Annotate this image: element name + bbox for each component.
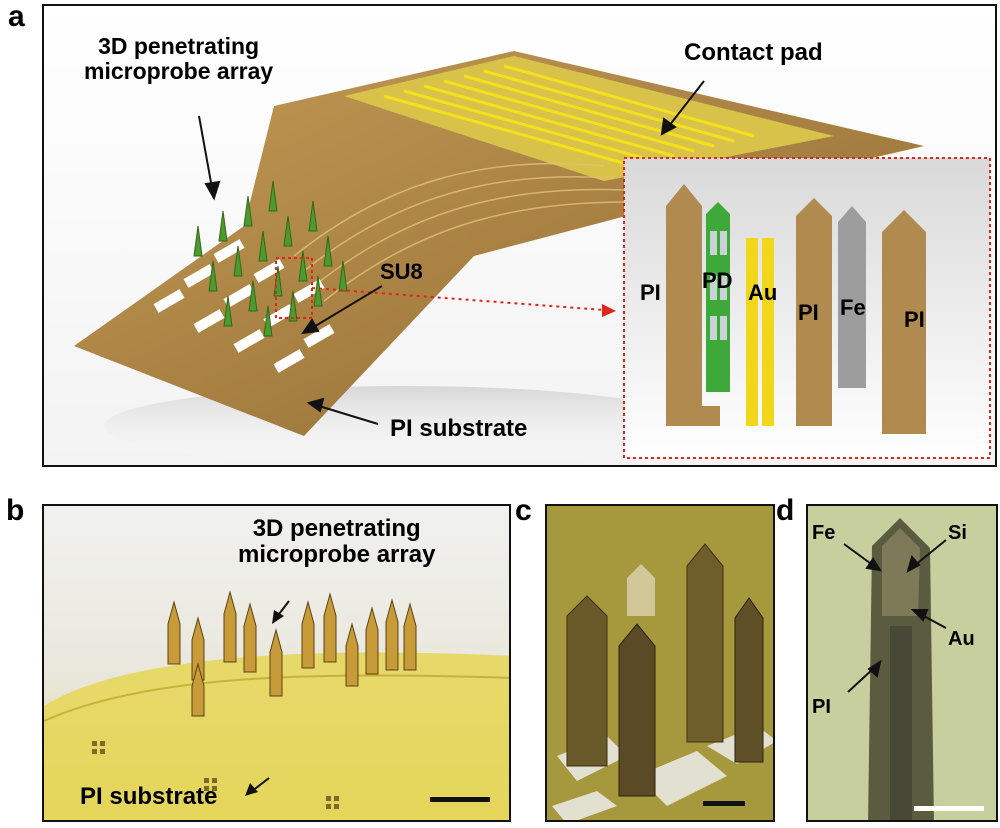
layer-pi-2 (796, 198, 832, 426)
panel-b-letter: b (6, 494, 25, 527)
contact-pad-label: Contact pad (684, 39, 823, 66)
panel-c-photo (547, 506, 773, 820)
panel-c-frame (545, 504, 775, 822)
contact-pad-stripes (383, 64, 755, 168)
b-array-label-line2: microprobe array (238, 541, 436, 569)
d-label-fe: Fe (812, 522, 836, 544)
annotation-arrows (198, 80, 705, 425)
a-array-label-line1: 3D penetrating (98, 33, 260, 59)
d-label-si: Si (948, 522, 967, 544)
inset-label-pd: PD (702, 268, 733, 293)
d-scale-bar (914, 806, 984, 811)
substrate-openings (153, 239, 335, 373)
d-label-au: Au (948, 628, 975, 650)
d-arrows (843, 539, 947, 693)
inset-layers (666, 184, 926, 434)
panel-b-frame: 3D penetrating microprobe array PI subst… (42, 504, 511, 822)
panel-a-illustration (74, 51, 991, 465)
inset-label-pi-1: PI (640, 280, 661, 305)
inset-label-pi-3: PI (904, 307, 925, 332)
panel-b-photo (44, 590, 509, 820)
b-array-label: 3D penetrating microprobe array (238, 515, 436, 569)
panel-d-frame: Fe Si Au PI (806, 504, 998, 822)
a-array-label: 3D penetrating microprobe array (84, 33, 274, 85)
flex-traces (293, 162, 635, 302)
layer-pd-pads (710, 231, 727, 340)
b-substrate-label: PI substrate (80, 783, 218, 810)
inset-pointer-arrowhead (602, 304, 616, 317)
panel-a-frame: 3D penetrating microprobe array Contact … (42, 4, 997, 467)
panel-d-letter: d (776, 494, 795, 527)
panel-a-letter: a (8, 0, 25, 33)
c-scale-bar (703, 801, 745, 806)
b-array-arrowhead (272, 610, 284, 624)
a-array-label-line2: microprobe array (84, 58, 274, 85)
su8-label: SU8 (380, 259, 423, 284)
inset-label-pi-2: PI (798, 300, 819, 325)
microprobe-array (193, 180, 348, 337)
b-substrate-sheet (44, 652, 509, 820)
b-substrate-arrowhead (245, 783, 258, 796)
panel-d-photo (808, 506, 996, 820)
b-substrate-fold (44, 674, 509, 722)
d-probe-tip (882, 528, 920, 616)
d-probe-core (890, 626, 912, 820)
inset-label-au: Au (748, 280, 778, 305)
c-probes (566, 543, 764, 797)
layer-au (746, 238, 774, 426)
layer-pi-1 (666, 184, 720, 426)
layer-pi-3 (882, 210, 926, 434)
panel-c-letter: c (515, 494, 532, 527)
a-substrate-label: PI substrate (390, 415, 528, 442)
layer-fe (838, 206, 866, 388)
b-pad-squares (92, 741, 339, 809)
d-label-pi: PI (812, 696, 831, 718)
inset-label-fe: Fe (840, 295, 866, 320)
b-array-label-line1: 3D penetrating (252, 515, 421, 542)
b-probes (167, 590, 417, 717)
b-scale-bar (430, 797, 490, 802)
